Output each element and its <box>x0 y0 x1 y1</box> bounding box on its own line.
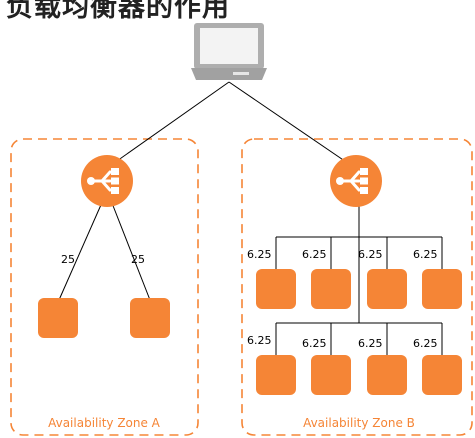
client-to-lb-a-line <box>106 81 230 169</box>
instance-icon <box>256 355 296 395</box>
instance-icon <box>422 269 462 309</box>
weight-label: 25 <box>61 253 75 266</box>
instance-icon <box>367 269 407 309</box>
weight-label: 6.25 <box>247 248 272 261</box>
zone-a-box <box>10 138 199 436</box>
instance-icon <box>256 269 296 309</box>
page-heading: 负载均衡器的作用 <box>6 0 230 23</box>
zone-b-box <box>241 138 473 436</box>
instance-icon <box>422 355 462 395</box>
client-to-lb-b-line <box>228 81 356 169</box>
weight-label: 6.25 <box>413 248 438 261</box>
instance-icon <box>367 355 407 395</box>
load-balancer-icon <box>330 155 382 207</box>
lb-a-to-instance-2-line <box>109 197 151 301</box>
connection-lines <box>58 81 443 356</box>
weight-label: 6.25 <box>302 248 327 261</box>
weight-label: 6.25 <box>247 334 272 347</box>
zone-a-label: Availability Zone A <box>48 416 161 430</box>
weight-label: 6.25 <box>358 248 383 261</box>
weight-label: 25 <box>131 253 145 266</box>
instance-icon <box>311 355 351 395</box>
weight-label: 6.25 <box>302 337 327 350</box>
instance-icon <box>130 298 170 338</box>
weight-label: 6.25 <box>413 337 438 350</box>
weight-label: 6.25 <box>358 337 383 350</box>
instance-icon <box>311 269 351 309</box>
instance-icon <box>38 298 78 338</box>
computer-icon <box>191 23 267 80</box>
load-balancer-icon <box>81 155 133 207</box>
zone-b-label: Availability Zone B <box>303 416 415 430</box>
lb-a-to-instance-1-line <box>58 197 105 301</box>
